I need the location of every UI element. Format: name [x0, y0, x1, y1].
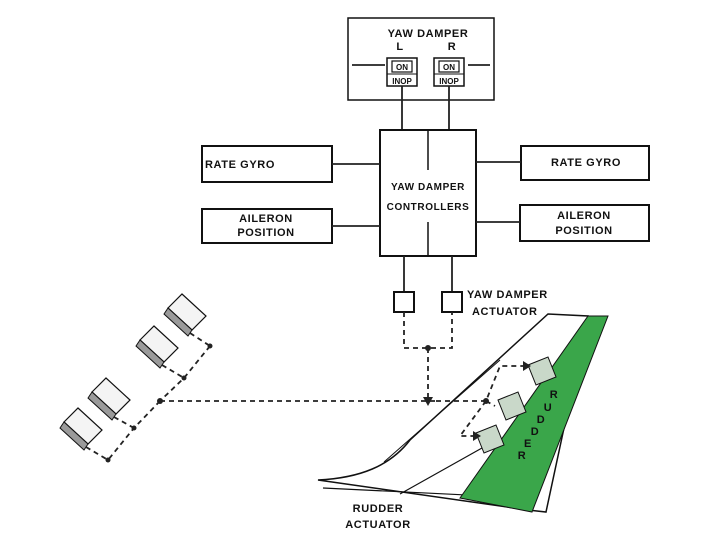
rudder-letter-2: U	[544, 402, 553, 414]
left-rate-gyro-box: RATE GYRO	[201, 145, 333, 183]
yaw-damper-panel: YAW DAMPER L R ON INOP ON INOP	[347, 17, 495, 101]
rudder-actuator-label-line2: ACTUATOR	[345, 519, 411, 531]
controllers-label-line2: CONTROLLERS	[387, 202, 470, 213]
rudder-actuator-middle-body	[497, 391, 527, 421]
tail-junction-node	[483, 398, 489, 404]
left-switch-inop-label: INOP	[392, 77, 412, 86]
left-rate-gyro-label: RATE GYRO	[205, 159, 275, 171]
left-yaw-damper-switch[interactable]: ON INOP	[386, 57, 418, 87]
rudder-actuator-lower	[475, 424, 505, 454]
right-rate-gyro-frame	[520, 145, 650, 181]
rudder-letter-3: D	[537, 414, 546, 426]
left-aileron-line2: POSITION	[237, 227, 294, 239]
left-yaw-damper-actuator	[393, 291, 415, 313]
aileron-panel-4-top	[63, 407, 103, 445]
right-switch-inop-label: INOP	[439, 77, 459, 86]
left-rate-gyro-frame	[201, 145, 333, 183]
aileron-panel-2	[135, 325, 187, 381]
rudder-actuator-leader-line	[399, 447, 483, 495]
rudder-letter-6: R	[518, 450, 527, 462]
right-aileron-line1: AILERON	[557, 210, 611, 222]
controllers-label-line1: YAW DAMPER	[391, 182, 465, 193]
aileron-panel-4-link	[85, 446, 109, 461]
aileron-panel-4	[59, 407, 111, 463]
aileron-panel-2-side	[135, 339, 165, 369]
rudder-actuator-label-line1: RUDDER	[353, 503, 404, 515]
right-switch-on-indicator	[438, 60, 460, 73]
actuator-label-line1: YAW DAMPER	[467, 289, 548, 301]
aileron-panel-3	[87, 377, 137, 431]
right-yaw-damper-actuator	[441, 291, 463, 313]
panel-frame	[347, 17, 495, 101]
tail-hinge-line	[383, 359, 501, 463]
tail-lower-arrow	[473, 431, 481, 441]
right-aileron-line2: POSITION	[555, 225, 612, 237]
left-aileron-position-box: AILERON POSITION	[201, 208, 333, 244]
vertical-tail: R U D D E R	[317, 313, 609, 513]
left-aileron-line1: AILERON	[239, 213, 293, 225]
right-rate-gyro-label: RATE GYRO	[551, 157, 621, 169]
rudder-actuator-upper	[527, 356, 557, 386]
aileron-panel-1-top	[167, 293, 207, 331]
left-switch-on-indicator	[391, 60, 413, 73]
aileron-panel-1-side	[163, 307, 193, 337]
actuator-down-arrow	[423, 397, 433, 406]
actuator-dashed-linkage	[403, 312, 453, 349]
aileron-panel-2-top	[139, 325, 179, 363]
aileron-panel-4-side	[59, 421, 89, 451]
panel-right-label: R	[448, 41, 457, 53]
right-rate-gyro-box: RATE GYRO	[520, 145, 650, 181]
yaw-damper-controllers-box: YAW DAMPER CONTROLLERS	[379, 129, 477, 257]
panel-title: YAW DAMPER	[388, 28, 469, 40]
aileron-panel-3-side	[87, 391, 117, 421]
rudder-actuator-lower-body	[475, 424, 505, 454]
aileron-panel-3-link	[113, 416, 135, 429]
aileron-lower-bus	[107, 400, 161, 461]
right-aileron-frame	[519, 204, 650, 242]
aileron-panel-1-link	[189, 332, 211, 347]
rudder-actuator-upper-body	[527, 356, 557, 386]
right-aileron-position-box: AILERON POSITION	[519, 204, 650, 242]
aileron-panel-2-link	[161, 364, 185, 379]
right-switch-on-label: ON	[443, 63, 455, 72]
tail-upper-dashed-linkage	[436, 365, 525, 402]
panel-left-label: L	[396, 41, 403, 53]
tail-upper-arrow	[523, 361, 531, 371]
left-switch-on-label: ON	[396, 63, 408, 72]
aileron-upper-bus	[159, 345, 211, 402]
right-yaw-damper-switch[interactable]: ON INOP	[433, 57, 465, 87]
rudder-actuator-middle	[497, 391, 527, 421]
actuator-label-line2: ACTUATOR	[472, 306, 538, 318]
rudder-letter-5: E	[524, 438, 532, 450]
aileron-panel-group	[59, 293, 213, 463]
rudder-letter-4: D	[531, 426, 540, 438]
aileron-panel-3-top	[91, 377, 131, 415]
aileron-panel-1	[163, 293, 213, 349]
rudder-letter-1: R	[550, 389, 559, 401]
